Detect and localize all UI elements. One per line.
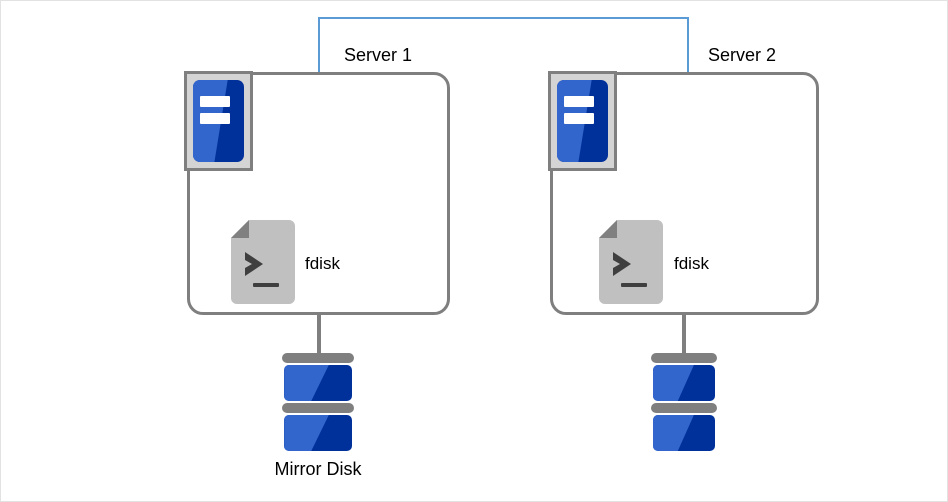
disk-slab-1 (652, 365, 715, 401)
server-2-disk-connector (682, 314, 686, 359)
disk-slab-2 (652, 415, 715, 451)
disk-platter-top (282, 353, 354, 363)
server-tower-icon (184, 71, 253, 171)
mirror-disk-icon (282, 353, 354, 451)
mirror-disk-label: Mirror Disk (274, 459, 362, 479)
server-tower-body (557, 80, 608, 162)
server-1-disk-connector (317, 314, 321, 359)
disk-slab-2-sheen (284, 415, 329, 451)
fdisk-script-icon-svg (599, 220, 663, 304)
server-tower-icon (548, 71, 617, 171)
server-tower-slot-1 (200, 95, 230, 108)
disk-platter-top (651, 353, 717, 363)
disk-slab-1-sheen (284, 365, 329, 401)
network-link-vertical-left (318, 17, 320, 73)
mirror-disk-icon (651, 353, 717, 451)
server-1-box (187, 72, 450, 315)
fdisk-script-icon-svg (231, 220, 295, 304)
server-2-label: Server 2 (708, 45, 777, 65)
disk-slab-1-sheen (652, 365, 694, 401)
server-tower-slot-1 (564, 95, 594, 108)
disk-slab-1 (284, 365, 352, 401)
server-1-label: Server 1 (344, 45, 413, 65)
server-tower-slot-2 (200, 112, 230, 125)
disk-platter-middle (282, 403, 354, 413)
disk-slab-2 (284, 415, 352, 451)
fdisk-label-2: fdisk (674, 254, 709, 273)
disk-slab-2-sheen (652, 415, 694, 451)
fdisk-script-icon (599, 220, 663, 304)
network-link-vertical-right (687, 17, 689, 73)
network-link-horizontal (318, 17, 689, 19)
fdisk-label-1: fdisk (305, 254, 340, 273)
fdisk-script-icon (231, 220, 295, 304)
disk-platter-middle (651, 403, 717, 413)
server-tower-body (193, 80, 244, 162)
server-tower-slot-2 (564, 112, 594, 125)
